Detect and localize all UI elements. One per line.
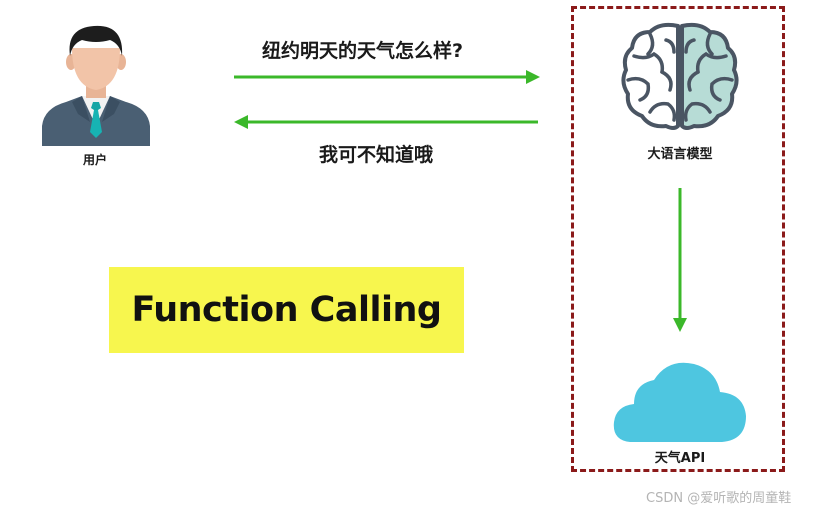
llm-system-boundary [571, 6, 785, 472]
llm-label: 大语言模型 [647, 147, 713, 162]
api-label: 天气API [654, 451, 706, 466]
answer-text: 我可不知道哦 [319, 144, 434, 166]
user-label: 用户 [82, 153, 107, 167]
function-calling-banner: Function Calling [109, 267, 464, 353]
question-text: 纽约明天的天气怎么样? [262, 40, 464, 62]
response-arrow [234, 115, 538, 129]
function-calling-title: Function Calling [131, 290, 442, 330]
user-avatar-icon [42, 25, 150, 146]
watermark: CSDN @爱听歌的周童鞋 [646, 491, 792, 506]
request-arrow [234, 70, 540, 84]
brain-icon [621, 22, 739, 130]
cloud-icon [613, 362, 746, 442]
